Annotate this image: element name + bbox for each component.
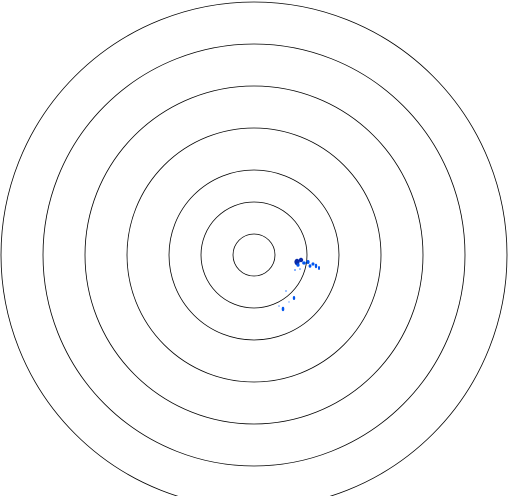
range-ring-3 (168, 169, 340, 341)
precipitation-echoes (278, 257, 320, 312)
range-ring-4 (126, 127, 382, 383)
echo-cell-16 (288, 301, 290, 303)
range-ring-1 (232, 233, 276, 277)
echo-cell-14 (285, 290, 287, 292)
range-ring-5 (84, 85, 424, 425)
echo-cell-2 (298, 257, 304, 263)
echo-cell-12 (292, 296, 296, 300)
echo-cell-7 (311, 262, 315, 266)
echo-cell-15 (278, 305, 280, 307)
echo-cell-9 (318, 266, 320, 270)
echo-cell-4 (302, 261, 306, 265)
range-ring-2 (200, 201, 308, 309)
echo-cell-13 (281, 306, 285, 312)
echo-cell-11 (299, 268, 301, 270)
echo-cell-8 (314, 263, 318, 269)
echo-cell-6 (308, 264, 312, 268)
echo-cell-3 (296, 263, 300, 267)
range-ring-6 (42, 43, 466, 467)
echo-cell-10 (294, 269, 296, 271)
echo-cell-5 (306, 260, 310, 264)
